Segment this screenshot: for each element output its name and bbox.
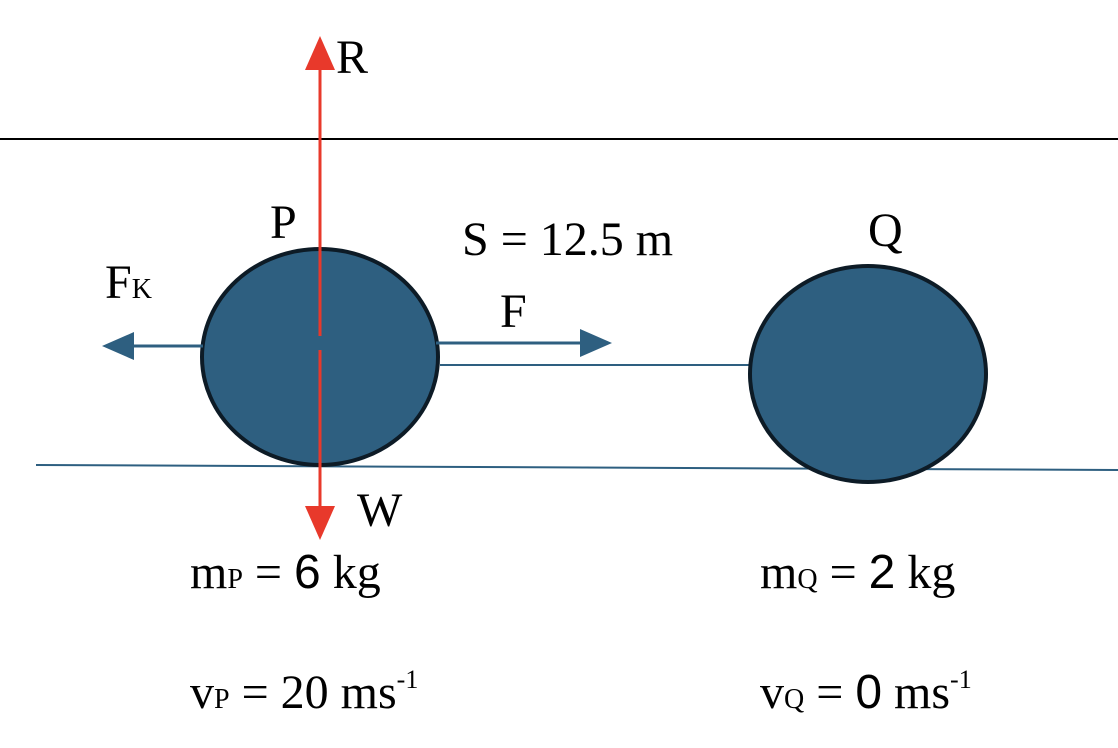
weight-force-arrow bbox=[305, 350, 335, 540]
label-ball-p: P bbox=[270, 196, 297, 249]
label-applied-force: F bbox=[500, 285, 527, 338]
label-friction-force: FK bbox=[105, 256, 152, 309]
reaction-force-arrow bbox=[305, 36, 335, 336]
ball-q bbox=[748, 264, 988, 484]
mass-p: mP = 6 kg bbox=[190, 546, 381, 599]
velocity-q: vQ = 0 ms-1 bbox=[760, 665, 972, 719]
label-distance: S = 12.5 m bbox=[462, 213, 673, 266]
applied-force-arrow bbox=[436, 329, 612, 357]
mass-q: mQ = 2 kg bbox=[760, 546, 955, 599]
ground-line bbox=[35, 464, 1118, 471]
friction-force-arrow bbox=[102, 332, 203, 360]
velocity-p: vP = 20 ms-1 bbox=[190, 665, 418, 719]
label-ball-q: Q bbox=[868, 204, 903, 257]
label-weight: W bbox=[357, 484, 403, 537]
label-reaction: R bbox=[336, 31, 368, 84]
